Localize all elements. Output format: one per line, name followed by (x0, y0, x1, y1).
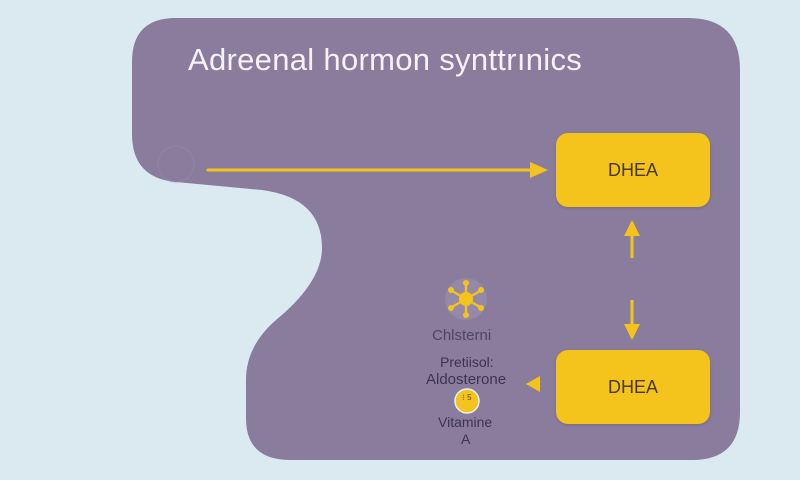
vitamin-suffix-label: A (461, 431, 471, 447)
dhea-box-top-label: DHEA (607, 159, 658, 180)
arrow-left (526, 376, 540, 392)
cholesterol-molecule-icon (445, 278, 487, 320)
arrow-to-top-dhea (206, 162, 548, 178)
arrow-up (624, 220, 640, 258)
background-panel (132, 18, 740, 460)
arrow-down (624, 300, 640, 340)
aldosterone-label: Aldosterone (426, 371, 507, 388)
vitamin-badge-icon (454, 388, 480, 414)
pregnenolone-label: Pretiisol: (440, 354, 494, 370)
dhea-box-bottom: DHEA (556, 350, 710, 424)
vitamin-badge-text: ⁝ 5 (462, 393, 472, 402)
arrow-origin-marker (157, 145, 195, 183)
dhea-box-bottom-label: DHEA (607, 376, 658, 397)
dhea-box-top: DHEA (556, 133, 710, 207)
diagram-title: Adreenal hormon synttrınics (188, 42, 583, 77)
vitamin-label: Vitamine (438, 414, 493, 430)
cholesterol-label: Chlsterni (432, 327, 492, 344)
